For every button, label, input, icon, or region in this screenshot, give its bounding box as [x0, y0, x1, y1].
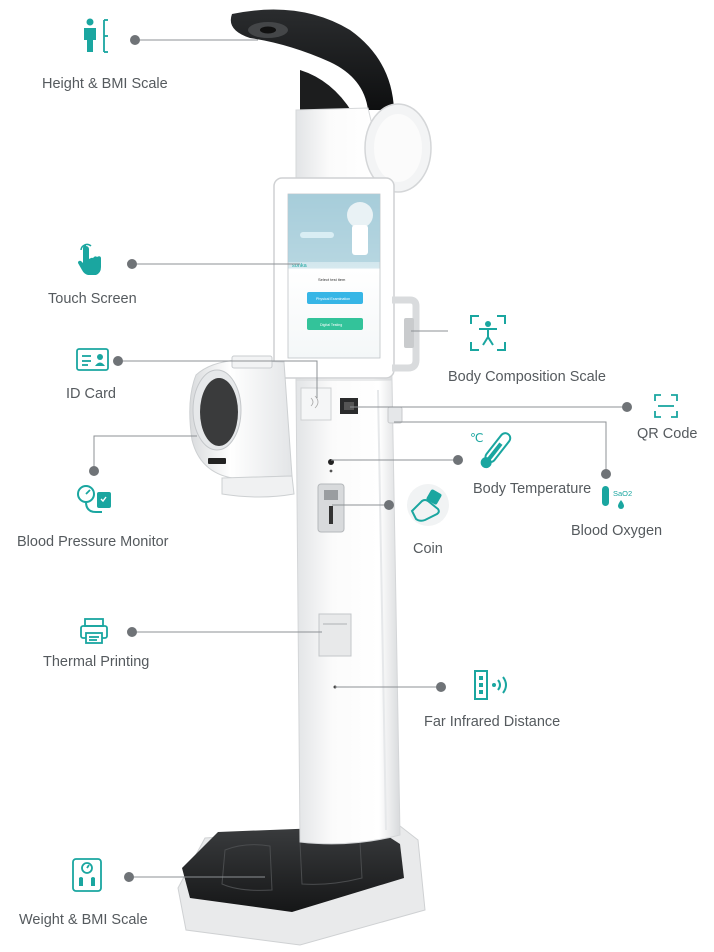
svg-text:℃: ℃	[470, 431, 483, 445]
label-touch-screen: Touch Screen	[48, 291, 137, 307]
qr-scan-icon	[654, 394, 678, 418]
id-card-reader[interactable]	[300, 387, 332, 421]
thermometer-icon: ℃	[470, 431, 512, 469]
blood-oxygen-icon: SaO2	[602, 486, 632, 509]
body-composition-handle	[392, 296, 420, 372]
label-blood-pressure-monitor: Blood Pressure Monitor	[17, 534, 169, 550]
label-id-card: ID Card	[66, 386, 116, 402]
thermal-printer	[318, 613, 352, 657]
touch-hand-icon	[77, 243, 101, 275]
label-body-temperature: Body Temperature	[473, 481, 592, 497]
label-weight-bmi-scale: Weight & BMI Scale	[19, 912, 148, 928]
base-scale-pad	[182, 826, 404, 912]
screen-brand: sonka	[292, 263, 308, 269]
connector-blood-pressure	[93, 435, 197, 471]
blood-oxygen-badge: SaO2	[613, 489, 632, 498]
label-qr-code: QR Code	[637, 426, 698, 442]
screen-button-1[interactable]	[307, 292, 363, 304]
printer-icon	[80, 618, 108, 644]
connector-lines	[93, 39, 627, 878]
screen-button-2[interactable]	[307, 318, 363, 330]
infrared-sensor-icon	[474, 670, 507, 700]
blood-pressure-icon	[77, 485, 111, 513]
id-card-icon	[76, 348, 109, 371]
screen-button-2-label: Digital Testing	[320, 323, 342, 327]
kiosk-machine: sonka Select test item Physical Examinat…	[177, 9, 432, 946]
coin-hand-icon	[407, 484, 449, 526]
label-thermal-printing: Thermal Printing	[43, 654, 150, 670]
label-coin: Coin	[413, 541, 443, 557]
body-scan-icon	[470, 315, 506, 351]
screen-heading: Select test item	[318, 277, 346, 282]
person-height-icon	[84, 18, 108, 53]
connector-blood-oxygen	[394, 421, 607, 472]
connector-id-card	[118, 360, 318, 398]
label-body-composition-scale: Body Composition Scale	[448, 369, 606, 385]
connector-dots	[89, 35, 632, 882]
label-blood-oxygen: Blood Oxygen	[571, 523, 663, 539]
label-far-infrared-distance: Far Infrared Distance	[424, 714, 561, 730]
screen-button-1-label: Physical Examination	[316, 297, 350, 301]
label-height-bmi-scale: Height & BMI Scale	[42, 76, 168, 92]
weight-scale-icon	[72, 858, 102, 892]
oximeter-clip[interactable]	[387, 406, 403, 424]
